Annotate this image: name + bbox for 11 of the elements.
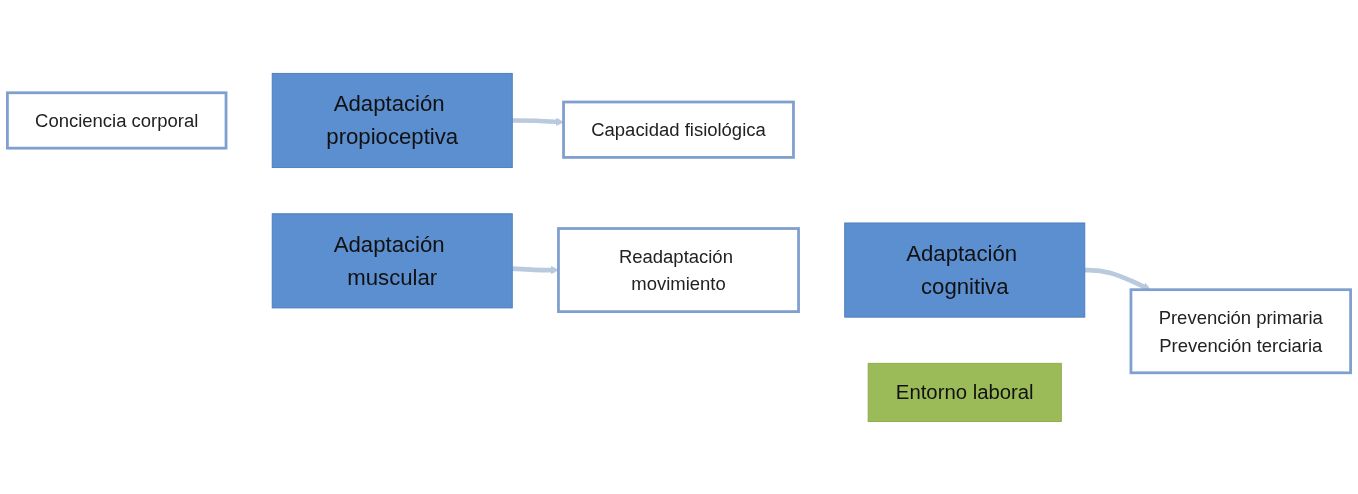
node-box: Conciencia corporal — [6, 90, 228, 150]
arrow — [1084, 267, 1151, 290]
node-box: Adaptación cognitiva — [844, 222, 1086, 318]
node-box: Adaptación muscular — [271, 212, 513, 308]
arrow — [512, 265, 559, 274]
node-box: Adaptación propioceptiva — [271, 72, 513, 168]
node-box: Prevención primaria Prevención terciaria — [1129, 287, 1352, 374]
node-box: Readaptación movimiento — [557, 226, 800, 313]
node-box: Entorno laboral — [867, 362, 1062, 422]
arrow — [512, 117, 564, 126]
node-box: Capacidad fisiológica — [562, 100, 795, 159]
